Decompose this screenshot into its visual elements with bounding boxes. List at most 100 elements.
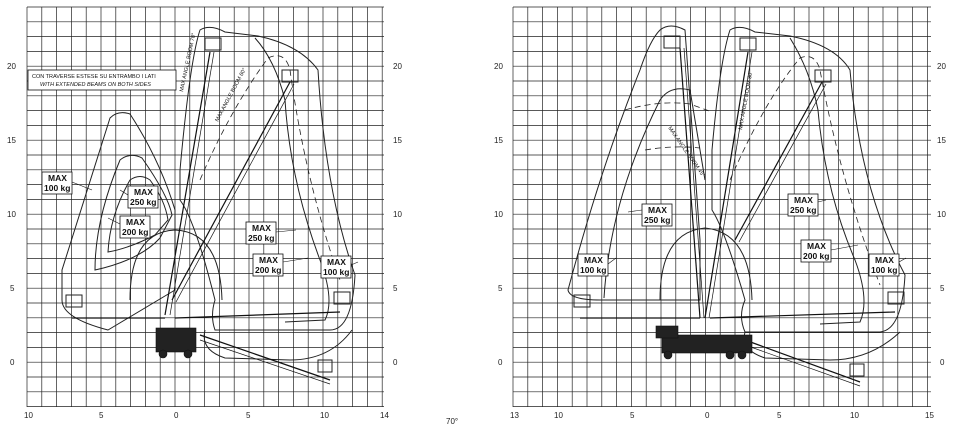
svg-text:MAX: MAX bbox=[126, 217, 145, 227]
right-y-tick-right: 20 bbox=[937, 62, 946, 71]
right-arc-center bbox=[659, 227, 753, 301]
right-boom-down bbox=[744, 339, 861, 383]
left-x-tick: 14 bbox=[380, 411, 389, 420]
left-x-tick: 5 bbox=[246, 411, 251, 420]
right-envelope-bottom bbox=[743, 331, 901, 361]
right-boom-horizontal-right bbox=[709, 311, 896, 319]
left-y-tick: 10 bbox=[7, 210, 16, 219]
left-envelope-left-outer bbox=[61, 112, 176, 331]
svg-text:MAX: MAX bbox=[584, 255, 603, 265]
svg-text:MAX: MAX bbox=[807, 241, 826, 251]
left-basket-right bbox=[333, 291, 351, 305]
right-boom-down-b bbox=[744, 344, 861, 387]
svg-text:100 kg: 100 kg bbox=[323, 267, 349, 277]
right-truck-cab bbox=[655, 325, 679, 339]
left-machine bbox=[155, 327, 197, 353]
center-angle-label: 70° bbox=[446, 417, 458, 425]
svg-text:MAX: MAX bbox=[875, 255, 894, 265]
right-basket-right bbox=[887, 291, 905, 305]
svg-text:MAX: MAX bbox=[134, 187, 153, 197]
svg-text:100 kg: 100 kg bbox=[44, 183, 70, 193]
left-envelope-left-inner bbox=[94, 154, 173, 271]
left-note-line2: WITH EXTENDED BEAMS ON BOTH SIDES bbox=[40, 82, 151, 88]
right-x-tick: 5 bbox=[630, 411, 635, 420]
left-machine-wheel bbox=[158, 349, 168, 359]
svg-text:200 kg: 200 kg bbox=[122, 227, 148, 237]
right-truck-wheel bbox=[737, 350, 747, 360]
left-basket-left bbox=[65, 294, 83, 308]
left-note-line1: CON TRAVERSE ESTESE SU ENTRAMBO I LATI bbox=[32, 74, 156, 80]
left-boom-down bbox=[199, 334, 331, 381]
right-basket-down bbox=[849, 363, 865, 377]
right-y-tick: 0 bbox=[498, 358, 503, 367]
right-load-label: MAX 250 kg bbox=[627, 203, 673, 227]
right-x-tick: 13 bbox=[510, 411, 519, 420]
left-boom-vertical bbox=[164, 51, 211, 316]
right-boom-vertical bbox=[679, 47, 701, 319]
right-y-tick-right: 5 bbox=[940, 284, 945, 293]
right-envelope-left-outer bbox=[567, 25, 701, 301]
right-diagram: 0 5 10 15 20 0 5 10 15 20 13 10 5 0 5 10… bbox=[494, 6, 946, 420]
left-x-tick: 10 bbox=[320, 411, 329, 420]
right-basket-left bbox=[573, 294, 591, 308]
left-boom-angle-label: MAX ANGLE BOOM 78° bbox=[179, 33, 197, 93]
right-y-tick-right: 0 bbox=[940, 358, 945, 367]
svg-text:200 kg: 200 kg bbox=[803, 251, 829, 261]
right-envelope-left-inner bbox=[603, 88, 706, 299]
left-load-label: MAX 250 kg bbox=[245, 221, 297, 245]
left-basket-down bbox=[317, 359, 333, 373]
right-truck-wheel bbox=[663, 350, 673, 360]
left-y-tick: 20 bbox=[7, 62, 16, 71]
left-boom-diagonal-b bbox=[175, 83, 295, 303]
svg-text:250 kg: 250 kg bbox=[130, 197, 156, 207]
left-envelope-right-mid bbox=[254, 37, 330, 323]
svg-text:250 kg: 250 kg bbox=[790, 205, 816, 215]
left-note-box bbox=[27, 69, 177, 91]
right-y-tick-right: 15 bbox=[937, 136, 946, 145]
svg-text:MAX: MAX bbox=[259, 255, 278, 265]
right-envelope-right-outer bbox=[711, 26, 906, 333]
right-truck-body bbox=[661, 334, 753, 354]
right-x-tick: 0 bbox=[705, 411, 710, 420]
svg-text:MAX: MAX bbox=[252, 223, 271, 233]
right-load-label: MAX 100 kg bbox=[577, 253, 617, 277]
left-y-tick-right: 0 bbox=[393, 358, 398, 367]
right-x-tick: 10 bbox=[850, 411, 859, 420]
right-x-tick: 10 bbox=[554, 411, 563, 420]
svg-text:250 kg: 250 kg bbox=[644, 215, 670, 225]
right-boom-vertical-2 bbox=[704, 51, 749, 319]
left-y-tick-right: 15 bbox=[393, 136, 402, 145]
svg-text:250 kg: 250 kg bbox=[248, 233, 274, 243]
right-load-label: MAX 100 kg bbox=[868, 253, 907, 277]
left-basket-top bbox=[204, 37, 222, 51]
left-x-tick: 10 bbox=[24, 411, 33, 420]
left-grid bbox=[26, 6, 384, 407]
right-boom-vertical-b bbox=[683, 47, 705, 319]
left-load-label: MAX 250 kg bbox=[119, 185, 159, 209]
left-y-tick: 5 bbox=[10, 284, 15, 293]
left-y-tick-right: 20 bbox=[393, 62, 402, 71]
left-envelope-dashed bbox=[199, 55, 341, 281]
left-load-label: MAX 100 kg bbox=[41, 171, 93, 195]
left-boom-down-b bbox=[199, 339, 331, 385]
svg-text:MAX: MAX bbox=[648, 205, 667, 215]
left-x-tick: 0 bbox=[174, 411, 179, 420]
right-load-label: MAX 200 kg bbox=[800, 239, 859, 263]
left-y-tick: 15 bbox=[7, 136, 16, 145]
right-basket-diag bbox=[814, 69, 832, 83]
left-boom-diagonal bbox=[171, 81, 291, 301]
left-boom-vertical-b bbox=[169, 51, 215, 316]
right-y-tick: 5 bbox=[498, 284, 503, 293]
left-load-label: MAX 200 kg bbox=[107, 215, 151, 239]
right-basket-top-left bbox=[663, 35, 681, 49]
left-envelope-left-inner2 bbox=[107, 176, 169, 253]
svg-text:MAX: MAX bbox=[48, 173, 67, 183]
left-machine-wheel bbox=[183, 349, 193, 359]
right-boom-diagonal bbox=[734, 81, 823, 241]
left-basket-diag bbox=[281, 69, 299, 83]
right-basket-top-right bbox=[739, 37, 757, 51]
left-y-tick-right: 5 bbox=[393, 284, 398, 293]
right-envelope-dashed bbox=[624, 102, 713, 113]
right-truck-wheel bbox=[725, 350, 735, 360]
